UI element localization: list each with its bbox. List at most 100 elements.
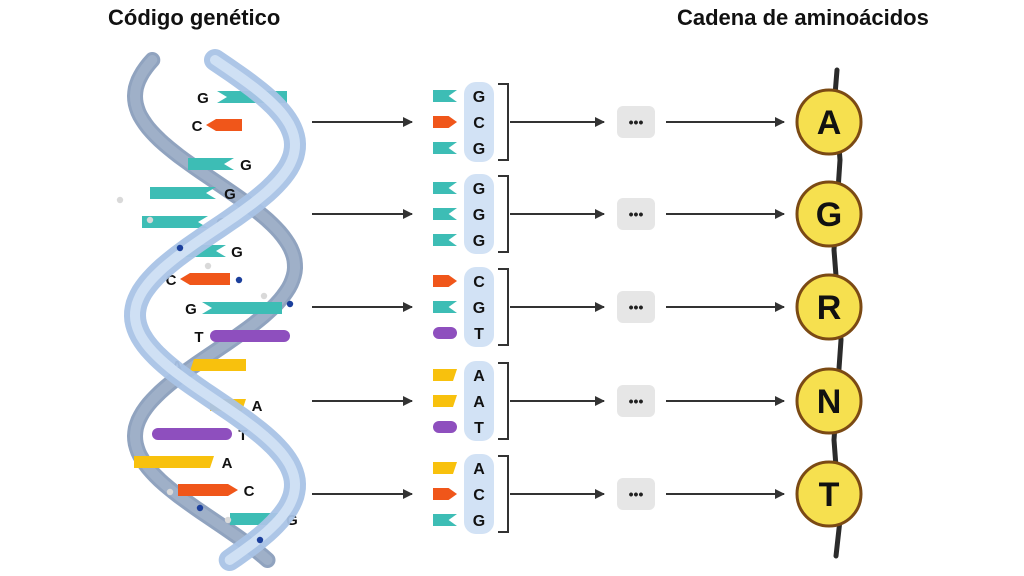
amino-acid-circle: [795, 180, 863, 248]
helix-node-dot: [146, 216, 154, 224]
dna-base-bar: [202, 302, 282, 314]
ellipsis-label: •••: [629, 299, 644, 315]
codon-base-bar: [433, 142, 457, 154]
codon-box: [464, 174, 494, 254]
ellipsis-box: [617, 478, 655, 510]
amino-acid-label: N: [817, 383, 842, 421]
dna-base-label: C: [244, 483, 255, 500]
codon-row: ACG •••: [312, 454, 785, 534]
codon-base-bar: [433, 327, 457, 339]
codon-base-label: G: [473, 300, 485, 317]
ellipsis-label: •••: [629, 206, 644, 222]
amino-acid-label: R: [817, 289, 842, 327]
dna-base-label: G: [231, 244, 243, 261]
helix-front-strand-highlight: [129, 55, 301, 565]
amino-acid-circle: [795, 273, 863, 341]
dna-base-label: A: [222, 455, 233, 472]
codon-bracket: [498, 268, 509, 346]
dna-helix-front-strand: [116, 49, 307, 571]
codon-base-label: G: [473, 233, 485, 250]
codon-base-label: T: [474, 420, 484, 437]
dna-base-label: G: [224, 186, 236, 203]
dna-base-bar: [188, 158, 234, 170]
amino-acid-circle: [795, 367, 863, 435]
codon-base-label: C: [473, 274, 485, 291]
codon-base-label: A: [473, 368, 485, 385]
helix-node-dot: [224, 516, 232, 524]
codon-row: GCG •••: [312, 82, 785, 162]
codon-base-label: G: [473, 207, 485, 224]
ellipsis-box: [617, 106, 655, 138]
helix-node-dot: [204, 262, 212, 270]
dna-base-bar: [152, 428, 232, 440]
codon-box: [464, 267, 494, 347]
codon-base-label: T: [474, 326, 484, 343]
amino-acid-chain-title: Cadena de aminoácidos: [677, 5, 929, 30]
dna-base-label: T: [238, 427, 247, 444]
codon-base-bar: [433, 488, 457, 500]
codon-row: AAT•••: [312, 361, 785, 441]
dna-base-label: C: [192, 118, 203, 135]
codon-row: CGT •••: [312, 267, 785, 347]
codon-bracket: [498, 362, 509, 440]
codon-rows: GCG•••GGG•••CGT•••AAT•••ACG•••: [312, 82, 785, 534]
codon-base-bar: [433, 182, 457, 194]
dna-base-label: G: [240, 157, 252, 174]
dna-base-label: G: [197, 90, 209, 107]
codon-base-label: G: [473, 513, 485, 530]
codon-base-label: A: [473, 461, 485, 478]
codon-base-label: G: [473, 89, 485, 106]
dna-base-label: T: [194, 329, 203, 346]
ellipsis-label: •••: [629, 486, 644, 502]
dna-base-bar: [150, 187, 216, 199]
dna-base-bar: [206, 119, 242, 131]
codon-base-label: A: [473, 394, 485, 411]
codon-base-bar: [433, 234, 457, 246]
codon-base-bar: [433, 369, 457, 381]
codon-base-bar: [433, 462, 457, 474]
ellipsis-box: [617, 291, 655, 323]
codon-base-label: G: [473, 141, 485, 158]
genetic-code-title: Código genético: [108, 5, 281, 30]
ellipsis-label: •••: [629, 393, 644, 409]
amino-acid-circle: [795, 88, 863, 156]
codon-bracket: [498, 175, 509, 253]
dna-base-bar: [210, 330, 290, 342]
codon-base-bar: [433, 395, 457, 407]
codon-base-bar: [433, 514, 457, 526]
helix-node-dot: [256, 536, 264, 544]
codon-box: [464, 82, 494, 162]
dna-base-label: G: [185, 301, 197, 318]
amino-acid-chain: A G R N T: [795, 67, 863, 559]
codon-base-bar: [433, 208, 457, 220]
helix-node-dot: [166, 488, 174, 496]
codon-base-bar: [433, 301, 457, 313]
dna-base-label: C: [166, 272, 177, 289]
amino-acid-label: G: [816, 196, 842, 234]
codon-box: [464, 454, 494, 534]
codon-base-label: G: [473, 181, 485, 198]
dna-base-bar: [134, 456, 214, 468]
codon-base-label: C: [473, 487, 485, 504]
amino-acid-label: T: [819, 476, 840, 514]
codon-base-bar: [433, 275, 457, 287]
codon-bracket: [498, 83, 509, 161]
dna-base-label: A: [252, 398, 263, 415]
codon-base-bar: [433, 421, 457, 433]
ellipsis-box: [617, 385, 655, 417]
dna-base-bar: [178, 484, 238, 496]
dna-base-bar: [180, 273, 230, 285]
ellipsis-label: •••: [629, 114, 644, 130]
codon-base-label: C: [473, 115, 485, 132]
helix-node-dot: [260, 292, 268, 300]
codon-box: [464, 361, 494, 441]
dna-base-bar: [142, 216, 208, 228]
helix-node-dot: [116, 196, 124, 204]
amino-acid-label: A: [817, 104, 842, 142]
codon-base-bar: [433, 90, 457, 102]
codon-bracket: [498, 455, 509, 533]
amino-acid-circle: [795, 460, 863, 528]
codon-base-bar: [433, 116, 457, 128]
